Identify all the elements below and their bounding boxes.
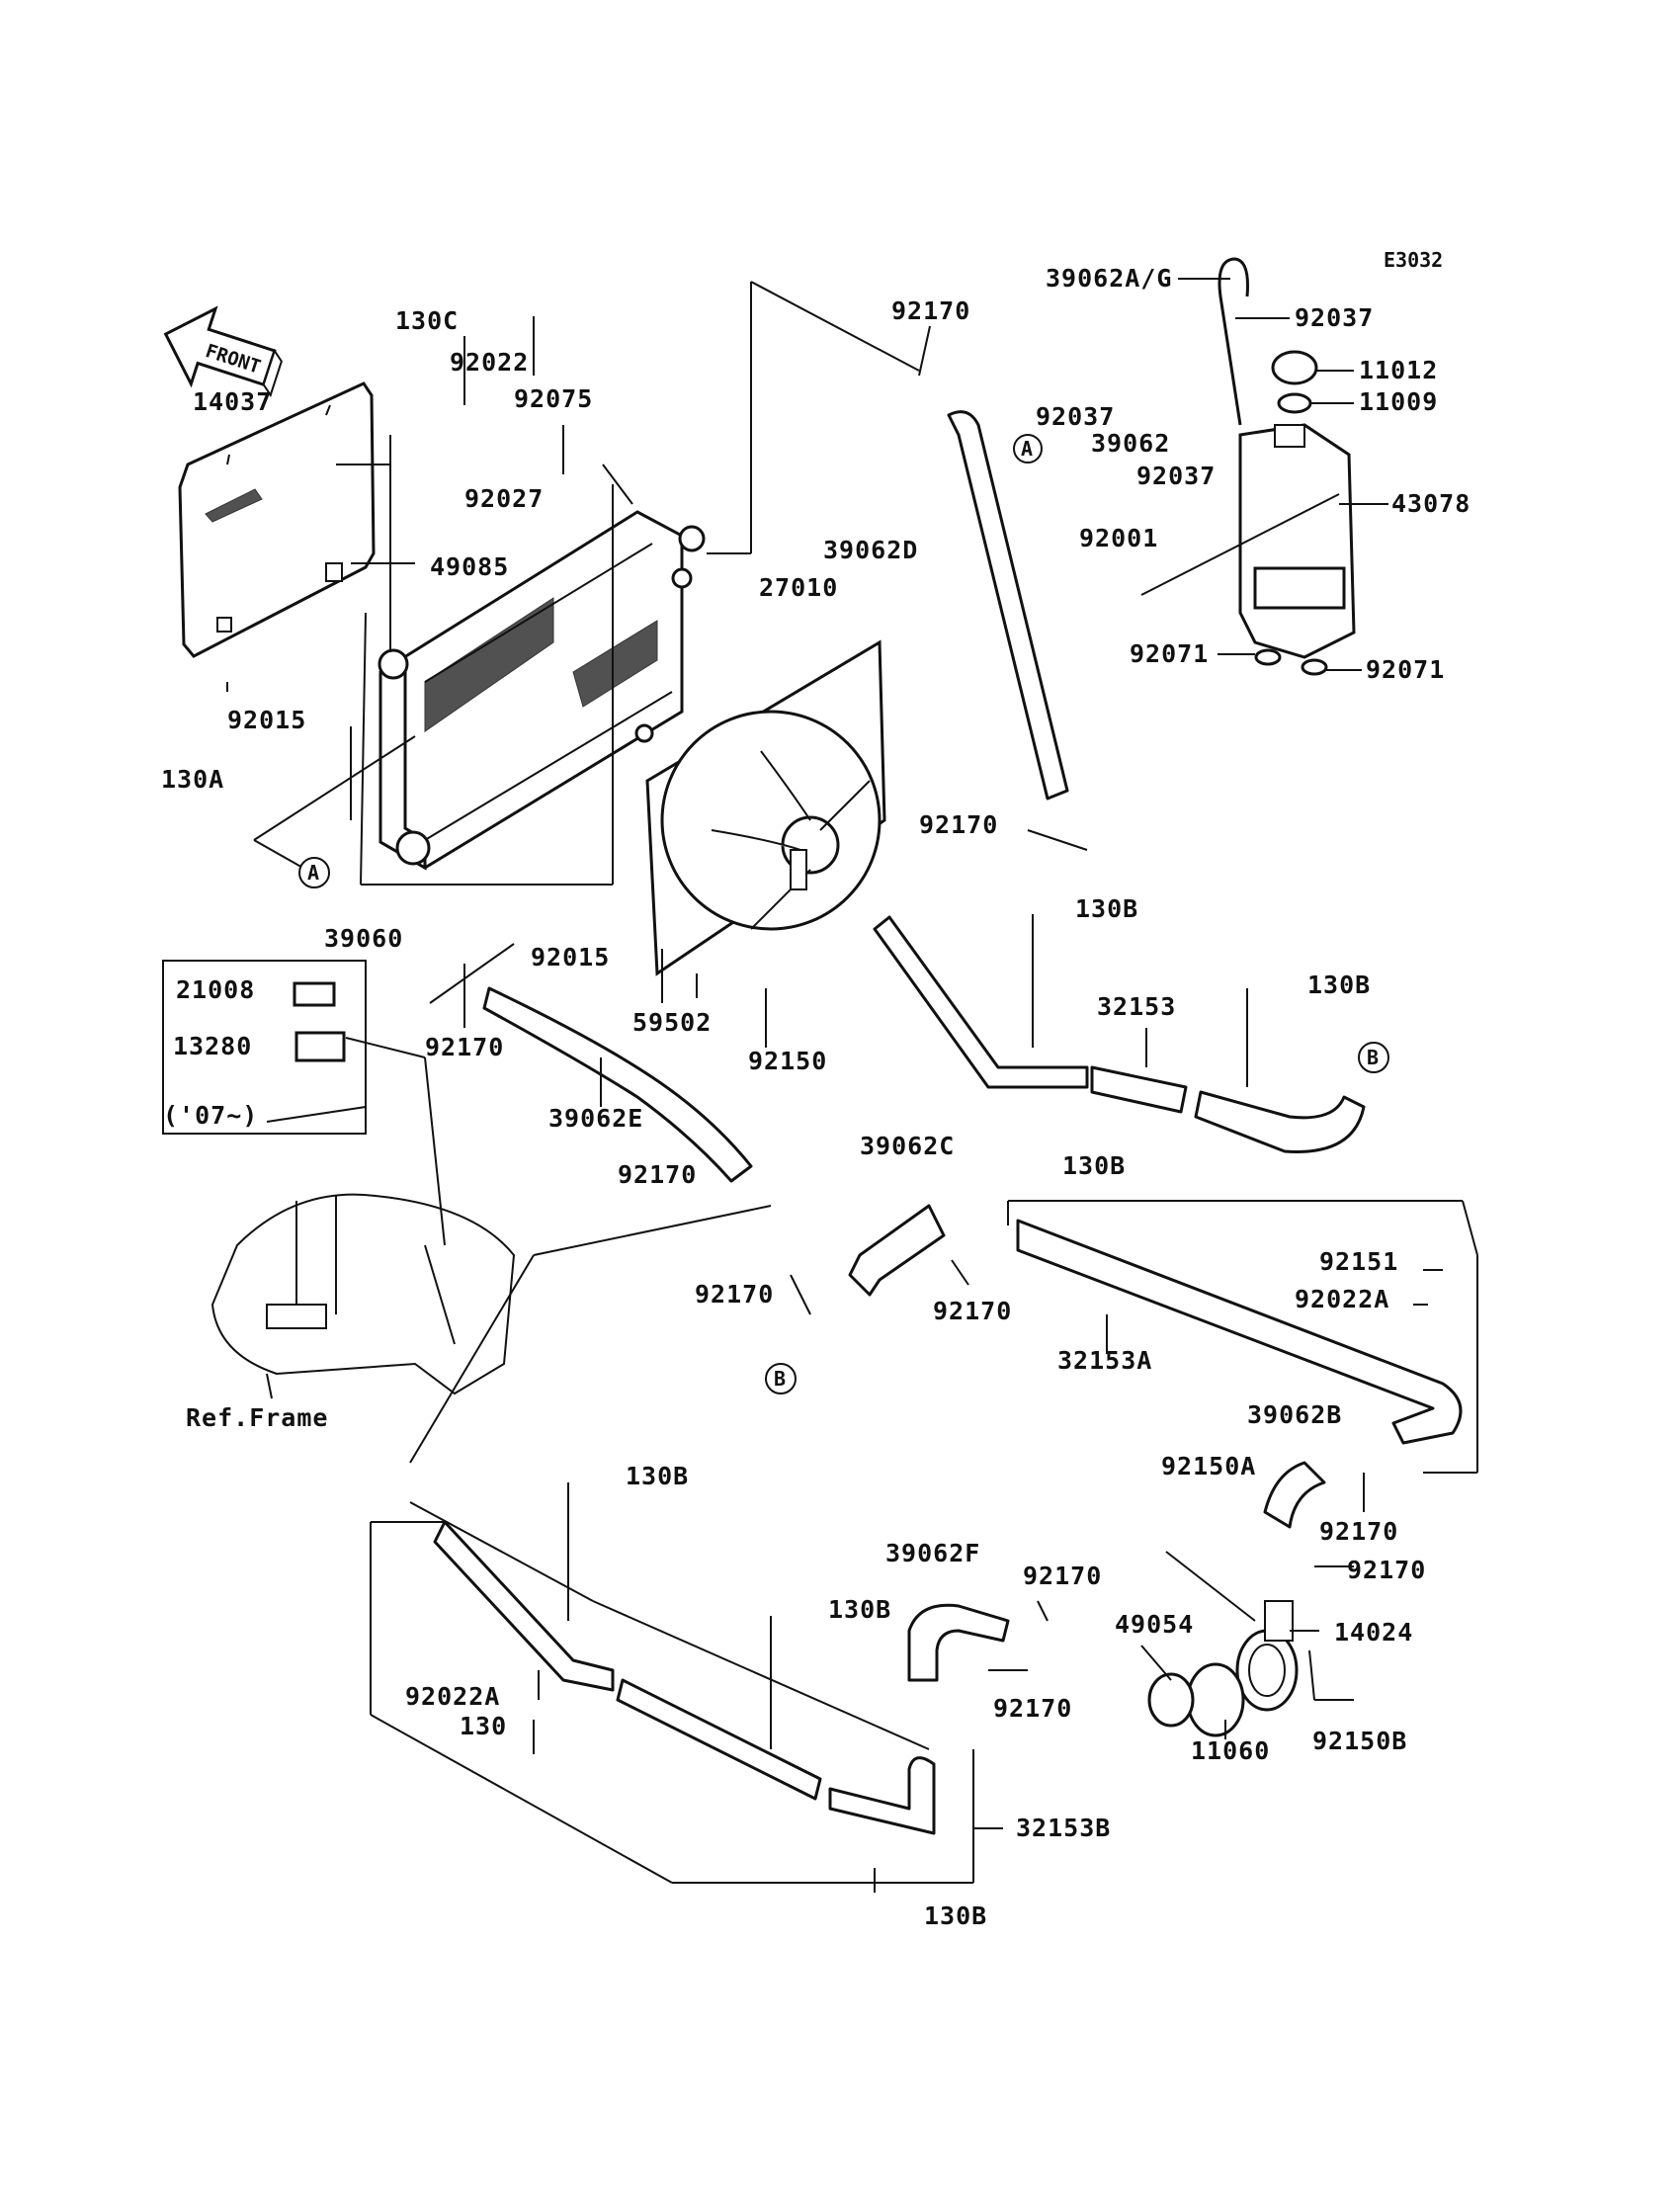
label-13280: 13280 xyxy=(173,1032,252,1060)
label-11012: 11012 xyxy=(1359,356,1438,384)
diagram-code: E3032 xyxy=(1384,248,1443,272)
label-92170-e: 92170 xyxy=(695,1280,774,1309)
label-11009: 11009 xyxy=(1359,387,1438,416)
pipe-32153B xyxy=(433,1520,615,1692)
label-92037-b: 92037 xyxy=(1036,402,1115,431)
callout-A2-label: A xyxy=(307,861,319,885)
label-27010: 27010 xyxy=(759,573,838,602)
callout-B1: B xyxy=(1358,1042,1389,1073)
hose-39062F xyxy=(907,1603,1010,1682)
label-92015-a: 92015 xyxy=(227,706,306,734)
label-07: ('07~) xyxy=(163,1101,258,1130)
label-130A: 130A xyxy=(161,765,224,794)
pipe-32153B-b xyxy=(616,1678,822,1801)
hose-39062C xyxy=(848,1204,946,1297)
label-92170-j: 92170 xyxy=(993,1694,1072,1723)
radiator-screen xyxy=(178,381,376,658)
label-49085: 49085 xyxy=(430,552,509,581)
label-92022A: 92022A xyxy=(1295,1285,1389,1313)
label-39062F: 39062F xyxy=(885,1539,980,1567)
label-92150: 92150 xyxy=(748,1047,827,1075)
label-92075: 92075 xyxy=(514,384,593,413)
label-21008: 21008 xyxy=(176,975,255,1004)
label-130B-f: 130B xyxy=(924,1901,987,1930)
label-39062: 39062 xyxy=(1091,429,1170,458)
reservoir-tank xyxy=(1238,350,1356,676)
fan-shroud xyxy=(645,639,886,976)
label-43078: 43078 xyxy=(1391,489,1470,518)
pipe-32153-b xyxy=(1090,1065,1188,1114)
callout-B2: B xyxy=(765,1363,797,1394)
label-92022A-b: 92022A xyxy=(405,1682,500,1711)
label-92027: 92027 xyxy=(464,484,544,513)
callout-A2: A xyxy=(298,857,330,888)
callout-B2-label: B xyxy=(774,1367,786,1391)
pipe-32153A xyxy=(1016,1219,1463,1445)
label-130B-d: 130B xyxy=(626,1462,689,1490)
label-92022: 92022 xyxy=(450,348,529,377)
thermostat-housing xyxy=(1147,1600,1299,1737)
label-92170-b: 92170 xyxy=(919,810,998,839)
label-92170-g: 92170 xyxy=(1319,1517,1398,1546)
label-92037-c: 92037 xyxy=(1136,462,1216,490)
label-92150B: 92150B xyxy=(1312,1727,1407,1755)
label-92071-b: 92071 xyxy=(1366,655,1445,684)
label-92151: 92151 xyxy=(1319,1247,1398,1276)
label-92170-c: 92170 xyxy=(425,1033,504,1061)
label-92015-b: 92015 xyxy=(531,943,610,972)
label-130: 130 xyxy=(460,1712,507,1740)
hose-39062E xyxy=(482,986,753,1183)
label-39060: 39060 xyxy=(324,924,403,953)
label-92037-a: 92037 xyxy=(1295,303,1374,332)
label-92001: 92001 xyxy=(1079,524,1158,552)
label-92170-a: 92170 xyxy=(891,296,970,325)
leader-lines xyxy=(226,278,1478,1893)
inset-box xyxy=(162,960,367,1135)
label-130B-a: 130B xyxy=(1075,894,1138,923)
callout-A1-label: A xyxy=(1021,437,1033,461)
callout-B1-label: B xyxy=(1367,1046,1379,1069)
label-92150A: 92150A xyxy=(1161,1452,1256,1480)
label-39062B: 39062B xyxy=(1247,1400,1342,1429)
label-92170-h: 92170 xyxy=(1347,1556,1426,1584)
label-32153: 32153 xyxy=(1097,992,1176,1021)
upper-hose xyxy=(947,410,1069,801)
label-92170-f: 92170 xyxy=(933,1297,1012,1325)
label-130B-e: 130B xyxy=(828,1595,891,1624)
label-14037: 14037 xyxy=(193,387,272,416)
label-32153B: 32153B xyxy=(1016,1814,1111,1842)
label-130B-b: 130B xyxy=(1307,971,1371,999)
label-59502: 59502 xyxy=(632,1008,712,1037)
label-49054: 49054 xyxy=(1115,1610,1194,1639)
label-39062AG: 39062A/G xyxy=(1046,264,1172,293)
pipe-32153 xyxy=(873,915,1089,1089)
overflow-hose xyxy=(1218,257,1249,426)
pipe-32153-c xyxy=(1194,1090,1366,1153)
label-39062C: 39062C xyxy=(860,1132,955,1160)
label-39062D: 39062D xyxy=(823,536,918,564)
label-39062E: 39062E xyxy=(548,1104,643,1133)
label-92170-d: 92170 xyxy=(618,1160,697,1189)
label-92170-i: 92170 xyxy=(1023,1562,1102,1590)
label-ref-frame: Ref.Frame xyxy=(186,1403,328,1432)
label-130B-c: 130B xyxy=(1062,1151,1126,1180)
radiator xyxy=(378,510,706,871)
label-11060: 11060 xyxy=(1191,1736,1270,1765)
hose-39062B xyxy=(1263,1461,1326,1529)
label-130C: 130C xyxy=(395,306,459,335)
ref-frame xyxy=(210,1193,516,1395)
label-32153A: 32153A xyxy=(1057,1346,1152,1375)
pipe-32153B-c xyxy=(828,1756,936,1835)
label-92071-a: 92071 xyxy=(1130,639,1209,668)
callout-A1: A xyxy=(1013,434,1043,464)
label-14024: 14024 xyxy=(1334,1618,1413,1647)
part-labels: 39062A/G 92037 11012 11009 92037 39062 9… xyxy=(161,264,1470,1930)
